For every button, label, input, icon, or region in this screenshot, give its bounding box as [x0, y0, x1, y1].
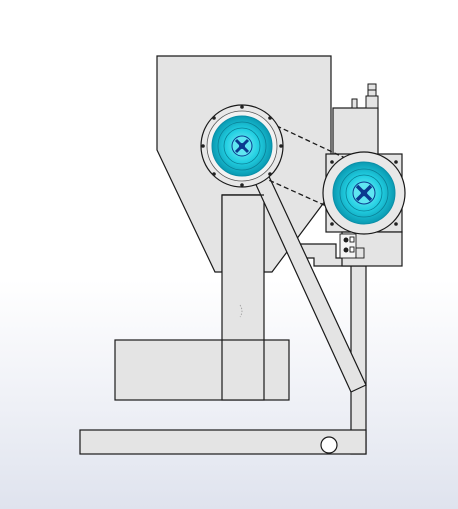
drive-pulley-right[interactable] [322, 151, 406, 235]
rail-hole[interactable] [320, 436, 338, 454]
bottom-rail[interactable] [79, 429, 367, 455]
motor-cap[interactable] [332, 107, 379, 157]
terminal-block[interactable] [339, 233, 365, 259]
drive-pulley-left[interactable] [200, 104, 284, 188]
cable-gland[interactable] [351, 83, 379, 109]
base-block[interactable] [114, 339, 290, 401]
